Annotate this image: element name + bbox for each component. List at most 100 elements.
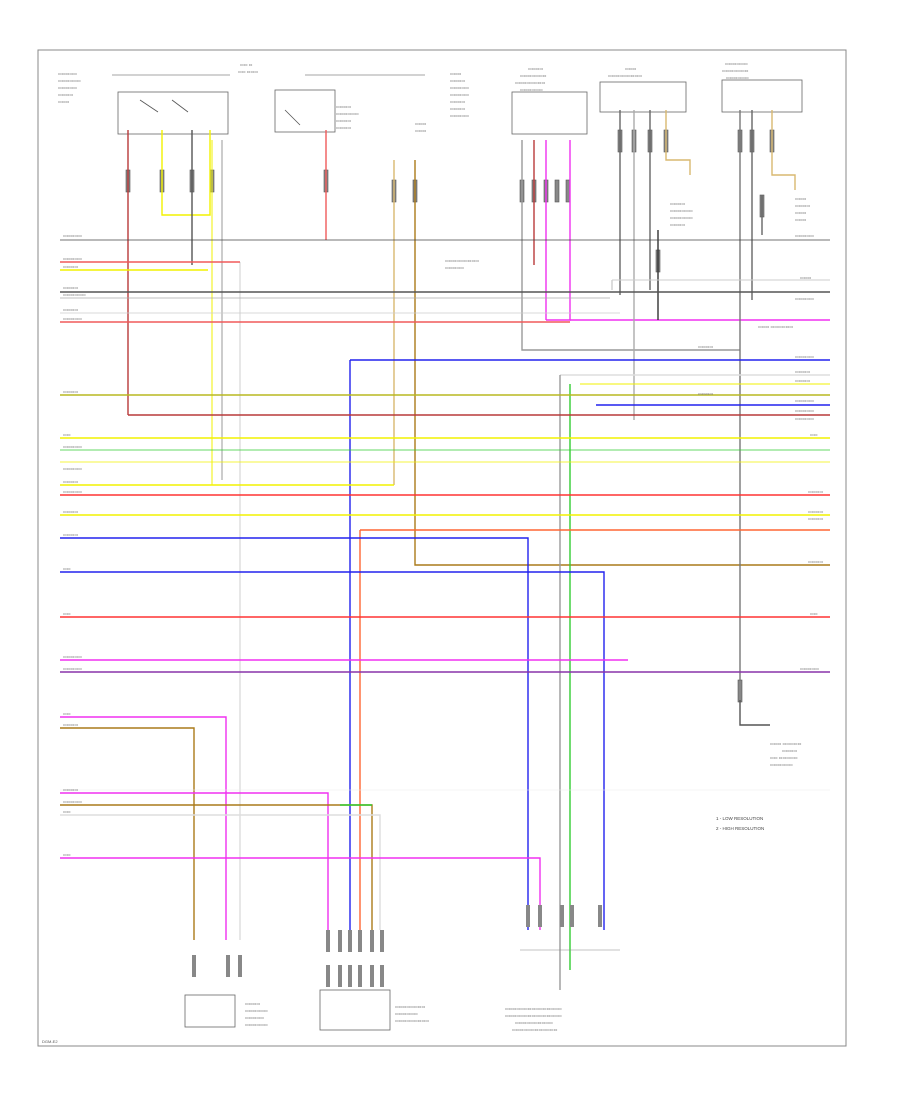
- svg-text:▭▭: ▭▭: [63, 432, 71, 437]
- svg-text:▭▭▭▭▭: ▭▭▭▭▭: [63, 466, 82, 471]
- svg-text:▭▭▭▭▭▭: ▭▭▭▭▭▭: [520, 87, 543, 92]
- control-module-2: ▭▭▭ ▭▭▭▭▭▭▭▭▭: [599, 66, 687, 113]
- svg-text:▭▭▭▭▭: ▭▭▭▭▭: [795, 416, 814, 421]
- svg-text:▭▭▭▭: ▭▭▭▭: [698, 344, 713, 349]
- svg-text:▭▭▭▭: ▭▭▭▭: [63, 509, 78, 514]
- svg-text:▭▭ ▭▭▭: ▭▭ ▭▭▭: [238, 69, 258, 74]
- svg-text:▭▭▭▭: ▭▭▭▭: [336, 125, 351, 130]
- svg-text:▭▭▭▭▭▭▭▭▭: ▭▭▭▭▭▭▭▭▭: [395, 1018, 429, 1023]
- svg-text:▭▭▭▭▭: ▭▭▭▭▭: [63, 316, 82, 321]
- svg-text:▭▭▭▭: ▭▭▭▭: [63, 389, 78, 394]
- relay-block: ▭▭▭▭ ▭▭▭▭▭▭ ▭▭▭▭ ▭▭▭▭: [274, 74, 425, 133]
- svg-text:▭▭▭▭▭▭▭▭▭▭▭▭▭▭▭: ▭▭▭▭▭▭▭▭▭▭▭▭▭▭▭: [505, 1006, 562, 1011]
- svg-text:▭▭▭▭▭: ▭▭▭▭▭: [450, 85, 469, 90]
- svg-text:▭▭▭▭▭▭: ▭▭▭▭▭▭: [770, 762, 793, 767]
- svg-text:▭▭▭: ▭▭▭: [625, 66, 637, 71]
- resolution-legend: 1 - LOW RESOLUTION 2 - HIGH RESOLUTION: [716, 816, 764, 831]
- sensor-right: ▭▭▭▭▭▭▭▭▭▭▭▭▭▭▭ ▭▭▭▭▭▭▭▭▭▭▭▭▭▭▭ ▭▭▭▭▭▭▭▭…: [505, 905, 620, 1032]
- svg-text:▭▭▭▭▭: ▭▭▭▭▭: [795, 408, 814, 413]
- svg-text:▭▭▭▭: ▭▭▭▭: [63, 285, 78, 290]
- svg-text:▭▭▭▭▭: ▭▭▭▭▭: [63, 233, 82, 238]
- svg-text:▭▭▭▭▭▭: ▭▭▭▭▭▭: [725, 61, 748, 66]
- svg-text:▭▭▭▭: ▭▭▭▭: [808, 489, 823, 494]
- svg-text:▭▭▭▭▭: ▭▭▭▭▭: [58, 85, 77, 90]
- control-module-1: ▭▭▭▭ ▭▭▭▭▭▭▭ ▭▭▭▭▭▭▭▭ ▭▭▭▭▭▭: [511, 66, 588, 135]
- svg-text:▭▭▭▭▭: ▭▭▭▭▭: [450, 92, 469, 97]
- svg-text:▭▭▭▭: ▭▭▭▭: [528, 66, 543, 71]
- svg-text:▭▭▭▭▭▭: ▭▭▭▭▭▭: [245, 1022, 268, 1027]
- svg-text:▭▭▭: ▭▭▭: [450, 71, 462, 76]
- svg-text:▭▭▭: ▭▭▭: [795, 217, 807, 222]
- svg-text:▭▭▭▭▭: ▭▭▭▭▭: [63, 799, 82, 804]
- svg-text:▭▭ ▭: ▭▭ ▭: [240, 62, 253, 67]
- svg-text:▭▭▭▭: ▭▭▭▭: [795, 203, 810, 208]
- svg-text:▭▭▭▭: ▭▭▭▭: [670, 201, 685, 206]
- svg-text:▭▭▭▭▭▭▭▭▭▭▭▭: ▭▭▭▭▭▭▭▭▭▭▭▭: [512, 1027, 558, 1032]
- svg-text:▭▭▭: ▭▭▭: [415, 121, 427, 126]
- svg-text:▭▭▭▭▭▭: ▭▭▭▭▭▭: [726, 75, 749, 80]
- svg-text:▭▭▭▭: ▭▭▭▭: [450, 106, 465, 111]
- svg-text:▭▭▭▭▭▭▭: ▭▭▭▭▭▭▭: [722, 68, 749, 73]
- wire-labels-left: ▭▭▭▭▭ ▭▭▭▭▭ ▭▭▭▭ ▭▭▭▭ ▭▭▭▭▭▭ ▭▭▭▭ ▭▭▭▭▭ …: [63, 233, 86, 857]
- svg-text:▭▭▭▭: ▭▭▭▭: [58, 92, 73, 97]
- svg-text:▭▭▭▭▭: ▭▭▭▭▭: [800, 666, 819, 671]
- svg-text:▭▭ ▭▭▭▭▭: ▭▭ ▭▭▭▭▭: [770, 755, 798, 760]
- svg-text:▭▭▭▭: ▭▭▭▭: [63, 722, 78, 727]
- svg-text:▭▭▭▭▭▭▭▭▭▭: ▭▭▭▭▭▭▭▭▭▭: [515, 1020, 553, 1025]
- svg-text:▭▭▭▭▭: ▭▭▭▭▭: [795, 233, 814, 238]
- svg-text:▭▭▭▭▭▭: ▭▭▭▭▭▭: [63, 292, 86, 297]
- svg-text:▭▭▭▭▭▭▭▭▭: ▭▭▭▭▭▭▭▭▭: [608, 73, 642, 78]
- svg-text:▭▭▭: ▭▭▭: [795, 196, 807, 201]
- svg-text:▭▭▭▭: ▭▭▭▭: [450, 78, 465, 83]
- svg-text:▭▭▭▭: ▭▭▭▭: [808, 516, 823, 521]
- diagram-frame: [37, 49, 847, 1047]
- svg-text:▭▭▭▭: ▭▭▭▭: [336, 118, 351, 123]
- svg-text:▭▭▭▭▭▭: ▭▭▭▭▭▭: [670, 208, 693, 213]
- legend-item-1: 1 - LOW RESOLUTION: [716, 816, 763, 821]
- svg-text:▭▭▭▭: ▭▭▭▭: [808, 559, 823, 564]
- svg-text:▭▭▭▭▭: ▭▭▭▭▭: [795, 354, 814, 359]
- svg-text:▭▭▭▭: ▭▭▭▭: [63, 479, 78, 484]
- svg-text:▭▭▭▭▭▭▭▭: ▭▭▭▭▭▭▭▭: [395, 1004, 425, 1009]
- svg-text:▭▭▭▭▭: ▭▭▭▭▭: [795, 296, 814, 301]
- svg-text:▭▭▭▭▭▭: ▭▭▭▭▭▭: [670, 215, 693, 220]
- svg-text:▭▭▭▭▭: ▭▭▭▭▭: [245, 1015, 264, 1020]
- fuse-label: ▭▭▭ ▭▭▭▭ ▭▭▭▭▭ ▭▭▭▭▭ ▭▭▭▭ ▭▭▭▭ ▭▭▭▭▭ ▭▭▭…: [415, 71, 469, 133]
- misc-labels: ▭▭▭▭▭▭▭▭▭ ▭▭▭▭▭ ▭▭▭▭ ▭▭▭▭▭▭ ▭▭▭▭▭▭ ▭▭▭▭ …: [445, 196, 810, 767]
- svg-text:▭▭▭▭▭: ▭▭▭▭▭: [58, 71, 77, 76]
- svg-text:▭▭▭▭▭▭: ▭▭▭▭▭▭: [336, 111, 359, 116]
- wire-labels-right: ▭▭▭▭▭ ▭▭▭ ▭▭▭▭▭ ▭▭▭ ▭▭▭▭▭▭ ▭▭▭▭▭ ▭▭▭▭ ▭▭…: [698, 233, 823, 671]
- svg-text:▭▭▭▭▭: ▭▭▭▭▭: [63, 666, 82, 671]
- svg-text:▭▭▭▭: ▭▭▭▭: [808, 509, 823, 514]
- svg-text:▭▭▭▭: ▭▭▭▭: [698, 391, 713, 396]
- svg-text:▭▭▭▭▭: ▭▭▭▭▭: [63, 444, 82, 449]
- sensor-left: ▭▭▭▭ ▭▭▭▭▭▭ ▭▭▭▭▭ ▭▭▭▭▭▭: [184, 955, 268, 1028]
- svg-text:▭▭▭▭▭: ▭▭▭▭▭: [445, 265, 464, 270]
- svg-text:▭▭▭: ▭▭▭: [800, 275, 812, 280]
- legend-item-2: 2 - HIGH RESOLUTION: [716, 826, 764, 831]
- svg-text:▭▭▭▭▭▭: ▭▭▭▭▭▭: [58, 78, 81, 83]
- svg-text:▭▭▭▭▭: ▭▭▭▭▭: [63, 256, 82, 261]
- svg-text:▭▭▭▭▭▭▭▭▭: ▭▭▭▭▭▭▭▭▭: [445, 258, 479, 263]
- svg-text:▭▭▭▭▭: ▭▭▭▭▭: [63, 654, 82, 659]
- svg-text:▭▭▭▭▭▭▭: ▭▭▭▭▭▭▭: [520, 73, 547, 78]
- svg-text:▭▭: ▭▭: [63, 852, 71, 857]
- svg-text:▭▭▭: ▭▭▭: [415, 128, 427, 133]
- svg-text:▭▭▭▭▭: ▭▭▭▭▭: [450, 113, 469, 118]
- svg-text:▭▭▭▭: ▭▭▭▭: [245, 1001, 260, 1006]
- svg-text:▭▭▭▭: ▭▭▭▭: [670, 222, 685, 227]
- svg-text:▭▭▭▭: ▭▭▭▭: [795, 369, 810, 374]
- svg-text:▭▭: ▭▭: [63, 566, 71, 571]
- sensor-middle: ▭▭▭▭▭▭▭▭ ▭▭▭▭▭▭ ▭▭▭▭▭▭▭▭▭: [319, 930, 429, 1031]
- svg-text:▭▭▭▭: ▭▭▭▭: [782, 748, 797, 753]
- svg-text:▭▭▭ ▭▭▭▭▭: ▭▭▭ ▭▭▭▭▭: [770, 741, 802, 746]
- svg-text:▭▭▭▭▭: ▭▭▭▭▭: [795, 398, 814, 403]
- svg-text:▭▭▭▭▭▭▭▭: ▭▭▭▭▭▭▭▭: [515, 80, 545, 85]
- svg-text:▭▭▭▭: ▭▭▭▭: [795, 378, 810, 383]
- svg-text:▭▭: ▭▭: [810, 432, 818, 437]
- svg-text:▭▭▭▭: ▭▭▭▭: [336, 104, 351, 109]
- svg-text:▭▭▭▭: ▭▭▭▭: [63, 307, 78, 312]
- ignition-switch-block: ▭▭▭▭▭ ▭▭▭▭▭▭ ▭▭▭▭▭ ▭▭▭▭ ▭▭▭ ▭▭ ▭ ▭▭ ▭▭▭: [58, 62, 258, 135]
- svg-text:▭▭▭▭: ▭▭▭▭: [63, 532, 78, 537]
